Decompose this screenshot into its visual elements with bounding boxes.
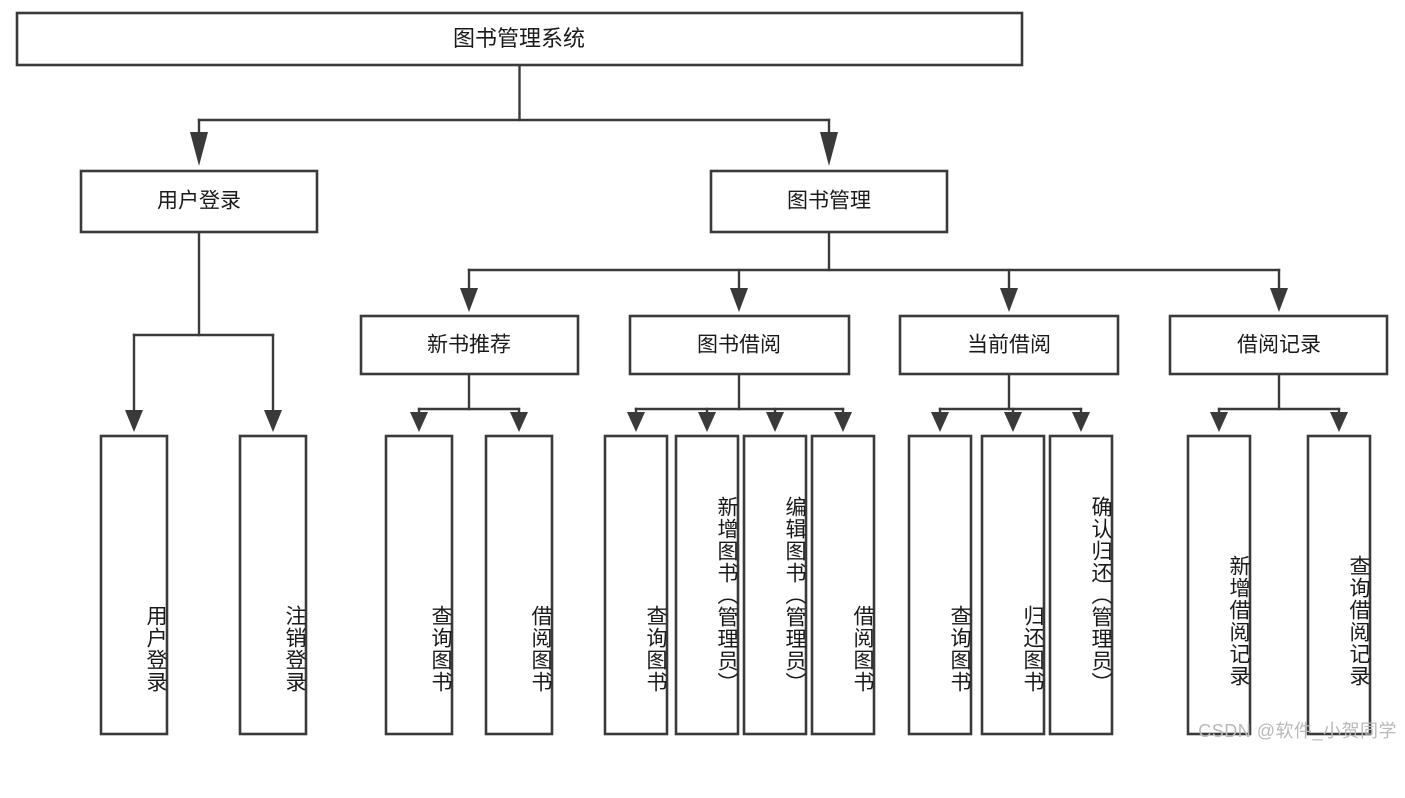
node-new-book-recommend-box[interactable]	[359, 314, 580, 376]
node-new-book-recommend-label: 新书推荐	[427, 334, 511, 357]
connector-group-userlogin-to-leaves	[125, 230, 282, 432]
connector-group-borrowrecord-to-leaves	[1210, 372, 1348, 432]
arrow-head-newbook	[460, 288, 478, 312]
arrow-head-leaf-user-login	[125, 410, 143, 432]
leaf-box-user-login[interactable]	[99, 434, 169, 736]
arrow-head-current-borrow	[1000, 288, 1018, 312]
arrow-head-borrow-leaf1	[627, 412, 645, 432]
leaf-box-edit-book[interactable]	[742, 434, 808, 736]
node-book-borrow-label: 图书借阅	[697, 334, 781, 357]
connector-group-bookmanage-to-level3	[460, 230, 1288, 312]
leaf-box-query-borrow-record[interactable]	[1306, 434, 1372, 736]
node-current-borrow-box[interactable]	[898, 314, 1120, 376]
arrow-head-borrow	[730, 288, 748, 312]
arrow-head-leaf-logout	[264, 410, 282, 432]
leaf-box-query-book-2[interactable]	[603, 434, 669, 736]
arrow-head-borrowrecord-leaf2	[1330, 412, 1348, 432]
leaf-box-borrow-book-2[interactable]	[810, 434, 876, 736]
arrow-head-user-login	[190, 132, 208, 166]
leaf-box-query-book-3[interactable]	[907, 434, 973, 736]
leaf-box-add-book[interactable]	[674, 434, 740, 736]
node-user-login[interactable]: 用户登录	[79, 169, 319, 234]
arrow-head-currentborrow-leaf1	[931, 412, 949, 432]
node-book-manage-label: 图书管理	[787, 190, 871, 213]
leaf-box-confirm-return[interactable]	[1048, 434, 1114, 736]
connector-group-root-to-level2	[190, 63, 838, 166]
leaf-box-logout[interactable]	[238, 434, 308, 736]
arrow-head-borrow-leaf2	[698, 412, 716, 432]
arrow-head-newbook-leaf1	[410, 412, 428, 432]
node-user-login-label: 用户登录	[157, 190, 241, 213]
arrow-head-currentborrow-leaf3	[1072, 412, 1090, 432]
arrow-head-currentborrow-leaf2	[1004, 412, 1022, 432]
leaf-box-borrow-book-1[interactable]	[484, 434, 554, 736]
node-borrow-record[interactable]: 借阅记录	[1168, 314, 1389, 376]
node-root[interactable]: 图书管理系统	[15, 11, 1024, 67]
connector-group-borrow-to-leaves	[627, 372, 852, 432]
arrow-head-book-manage	[820, 132, 838, 166]
node-user-login-box[interactable]	[79, 169, 319, 234]
node-book-manage[interactable]: 图书管理	[709, 169, 949, 234]
arrow-head-borrow-record	[1270, 288, 1288, 312]
arrow-head-borrow-leaf4	[834, 412, 852, 432]
diagram-canvas: 图书管理系统 用户登录 图书管理 新书推荐 图书借阅 当前借阅 借阅记录	[15, 11, 1397, 741]
arrow-head-borrowrecord-leaf1	[1210, 412, 1228, 432]
csdn-watermark: CSDN @软件_小贺同学	[1198, 721, 1397, 741]
leaf-box-query-book-1[interactable]	[384, 434, 454, 736]
diagram-svg: 图书管理系统 用户登录 图书管理 新书推荐 图书借阅 当前借阅 借阅记录	[15, 11, 1389, 736]
node-root-box[interactable]	[15, 11, 1024, 67]
node-book-borrow-box[interactable]	[628, 314, 851, 376]
arrow-head-borrow-leaf3	[766, 412, 784, 432]
leaf-box-add-borrow-record[interactable]	[1186, 434, 1252, 736]
node-borrow-record-box[interactable]	[1168, 314, 1389, 376]
node-borrow-record-label: 借阅记录	[1237, 334, 1321, 357]
leaf-boxes	[99, 434, 1372, 736]
node-current-borrow[interactable]: 当前借阅	[898, 314, 1120, 376]
connector-group-newbook-to-leaves	[410, 372, 528, 432]
node-book-manage-box[interactable]	[709, 169, 949, 234]
node-current-borrow-label: 当前借阅	[967, 334, 1051, 357]
node-root-label: 图书管理系统	[453, 26, 585, 51]
node-new-book-recommend[interactable]: 新书推荐	[359, 314, 580, 376]
connector-group-currentborrow-to-leaves	[931, 372, 1090, 432]
arrow-head-newbook-leaf2	[510, 412, 528, 432]
node-book-borrow[interactable]: 图书借阅	[628, 314, 851, 376]
leaf-box-return-book[interactable]	[980, 434, 1046, 736]
